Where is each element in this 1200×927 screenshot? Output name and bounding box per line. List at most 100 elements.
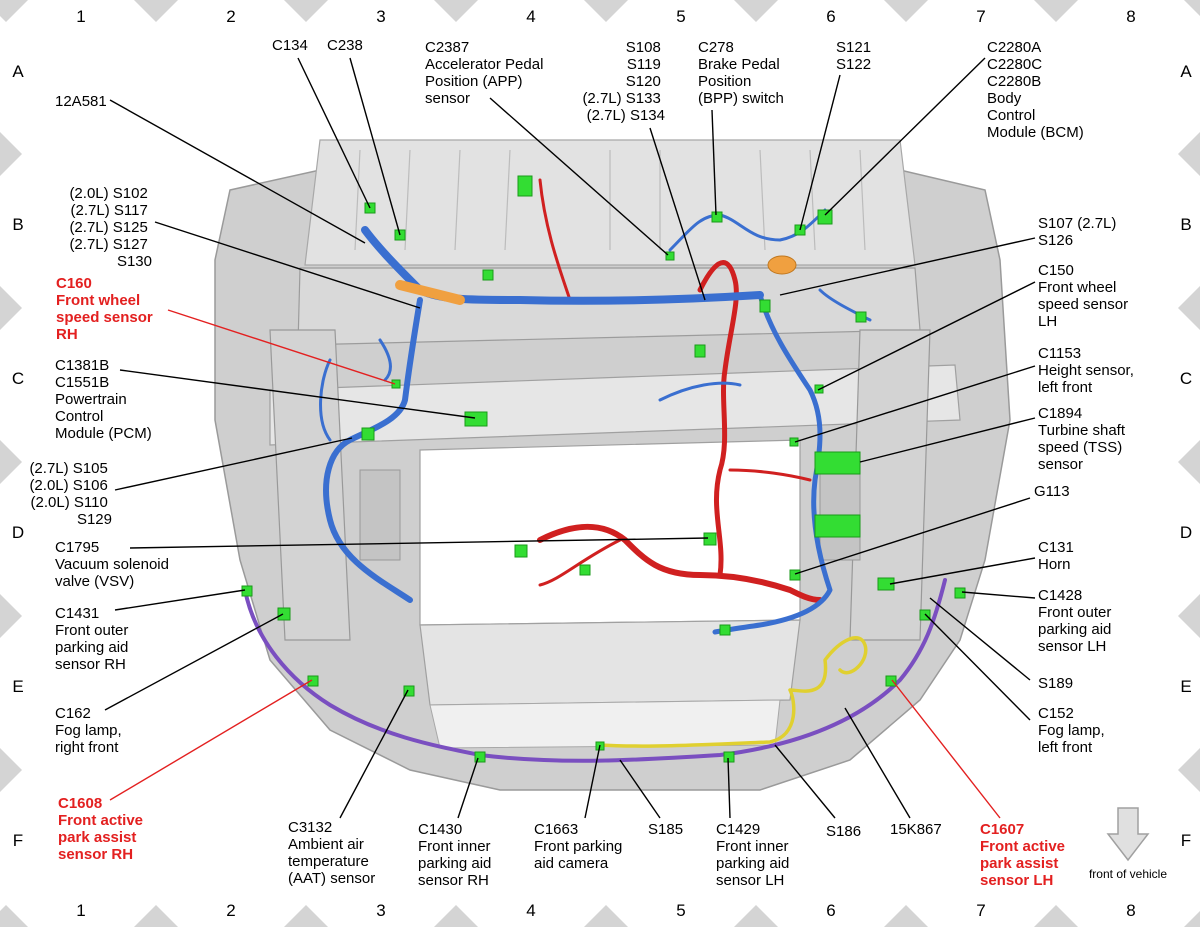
label-c160-line-4: RH — [56, 326, 78, 343]
frame-diamond-bottom — [1034, 905, 1078, 927]
label-c131-line-2: Horn — [1038, 556, 1071, 573]
label-c1608-line-4: sensor RH — [58, 846, 133, 863]
leader-c1381 — [119, 369, 476, 419]
leader-g113 — [794, 497, 1031, 575]
connector-misc-2[interactable] — [579, 564, 591, 576]
label-c1608-line-1: C1608 — [58, 795, 102, 812]
label-c162: C162 Fog lamp, right front — [55, 705, 126, 756]
connector-c1608[interactable] — [307, 675, 319, 687]
label-c2280-line-4: Body — [987, 90, 1022, 107]
grid-col-3-top: 3 — [376, 7, 385, 26]
frame-diamond-top — [1034, 0, 1078, 22]
connector-g113[interactable] — [789, 569, 801, 581]
label-s102-line-5: S130 — [117, 253, 152, 270]
connector-c152[interactable] — [919, 609, 931, 621]
harness-red — [537, 523, 823, 603]
connector-c1428[interactable] — [954, 587, 966, 599]
grid-row-a-left: A — [12, 62, 24, 81]
front-arrow-icon — [1106, 807, 1150, 862]
connector-c160[interactable] — [391, 379, 401, 389]
label-c1795: C1795 Vacuum solenoid valve (VSV) — [55, 539, 173, 590]
connector-misc-6[interactable] — [482, 269, 494, 281]
lower-valance — [419, 619, 801, 706]
frame-diamond-top — [434, 0, 478, 22]
label-c1894-line-4: sensor — [1038, 456, 1083, 473]
label-c278-line-2: Brake Pedal — [698, 56, 780, 73]
label-c2280: C2280A C2280C C2280B Body Control Module… — [987, 39, 1084, 141]
label-c1894-line-2: Turbine shaft — [1038, 422, 1126, 439]
frame-diamond-left — [0, 440, 22, 484]
label-s107: S107 (2.7L) S126 — [1038, 215, 1121, 249]
right-rail — [849, 329, 931, 641]
label-s102-line-3: (2.7L) S125 — [69, 219, 147, 236]
connector-misc-5[interactable] — [759, 299, 771, 313]
connector-c278[interactable] — [711, 211, 723, 223]
connector-c3132[interactable] — [403, 685, 415, 697]
connector-c1429[interactable] — [723, 751, 735, 763]
label-s102-line-4: (2.7L) S127 — [69, 236, 147, 253]
connector-c1430[interactable] — [474, 751, 486, 763]
frame-diamond-top — [1184, 0, 1200, 16]
grid-row-d-right: D — [1180, 523, 1192, 542]
label-c278: C278 Brake Pedal Position (BPP) switch — [698, 39, 784, 107]
label-c150-line-4: LH — [1038, 313, 1057, 330]
grid-col-5-bottom: 5 — [676, 901, 685, 920]
label-s108-line-2: S119 — [627, 56, 661, 73]
grid-col-3-bottom: 3 — [376, 901, 385, 920]
connector-misc-3[interactable] — [719, 624, 731, 636]
label-c2387-line-4: sensor — [425, 90, 470, 107]
grid-row-b-right: B — [1180, 215, 1191, 234]
label-c1607-line-4: sensor LH — [980, 872, 1053, 889]
connector-c1795[interactable] — [703, 532, 717, 546]
frame-diamond-bottom — [1184, 911, 1200, 927]
label-s185: S185 — [648, 821, 683, 838]
leader-c1608 — [109, 679, 313, 801]
grid-col-4-top: 4 — [526, 7, 535, 26]
label-s108-line-5: (2.7L) S134 — [587, 107, 665, 124]
frame-diamond-top — [0, 0, 28, 22]
label-c278-line-1: C278 — [698, 39, 734, 56]
connector-c1894[interactable] — [814, 451, 861, 475]
orange-grommet — [767, 255, 797, 275]
connector-c2280[interactable] — [817, 209, 833, 225]
leader-15k867 — [844, 707, 911, 819]
connector-c1153[interactable] — [789, 437, 799, 447]
connector-misc-7[interactable] — [855, 311, 867, 323]
label-15k867: 15K867 — [890, 821, 942, 838]
connector-pcm[interactable] — [464, 411, 488, 427]
label-s105-line-1: (2.7L) S105 — [29, 460, 107, 477]
connector-c131[interactable] — [877, 577, 895, 591]
label-c2387-line-2: Accelerator Pedal — [425, 56, 543, 73]
leader-c1430 — [457, 757, 479, 819]
connector-c2387[interactable] — [665, 251, 675, 261]
label-c278-line-4: (BPP) switch — [698, 90, 784, 107]
frame-diamond-left — [0, 132, 22, 176]
label-c160: C160 Front wheel speed sensor RH — [56, 275, 157, 343]
harness-red-trunk — [697, 260, 739, 578]
frame-diamond-right — [1178, 286, 1200, 330]
grid-col-5-top: 5 — [676, 7, 685, 26]
leader-c1894 — [859, 417, 1036, 463]
connector-misc-4[interactable] — [694, 344, 706, 358]
connector-misc-1[interactable] — [514, 544, 528, 558]
connector-c1607[interactable] — [885, 675, 897, 687]
frame-diamond-top — [884, 0, 928, 22]
grid-row-e-left: E — [12, 677, 23, 696]
leader-c1428 — [961, 591, 1036, 599]
frame-diamond-left — [0, 594, 22, 638]
connector-c1431[interactable] — [241, 585, 253, 597]
label-c3132: C3132 Ambient air temperature (AAT) sens… — [288, 819, 375, 887]
label-c152: C152 Fog lamp, left front — [1038, 705, 1109, 756]
connector-c1894-b[interactable] — [814, 514, 861, 538]
label-c150-line-2: Front wheel — [1038, 279, 1116, 296]
connector-top-green[interactable] — [517, 175, 533, 197]
connector-s105[interactable] — [361, 427, 375, 441]
leader-c162 — [104, 613, 284, 711]
leader-s107 — [779, 237, 1036, 296]
connector-c162[interactable] — [277, 607, 291, 621]
label-c1429-line-4: sensor LH — [716, 872, 784, 889]
label-c2387-line-1: C2387 — [425, 39, 469, 56]
label-c1153-line-3: left front — [1038, 379, 1093, 396]
label-s108-line-3: S120 — [626, 73, 661, 90]
